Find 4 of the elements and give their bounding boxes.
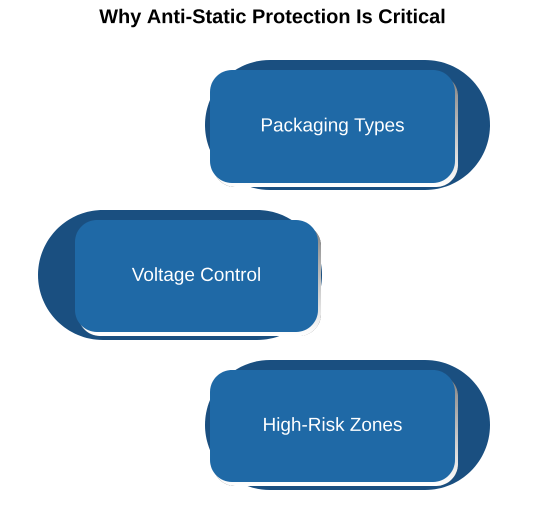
rounded-box: Voltage Control (38, 210, 322, 340)
title: Why Anti-Static Protection Is Critical (99, 8, 444, 28)
rounded-box: High-Risk Zones (205, 360, 490, 490)
rounded-box: Packaging Types (205, 60, 490, 190)
